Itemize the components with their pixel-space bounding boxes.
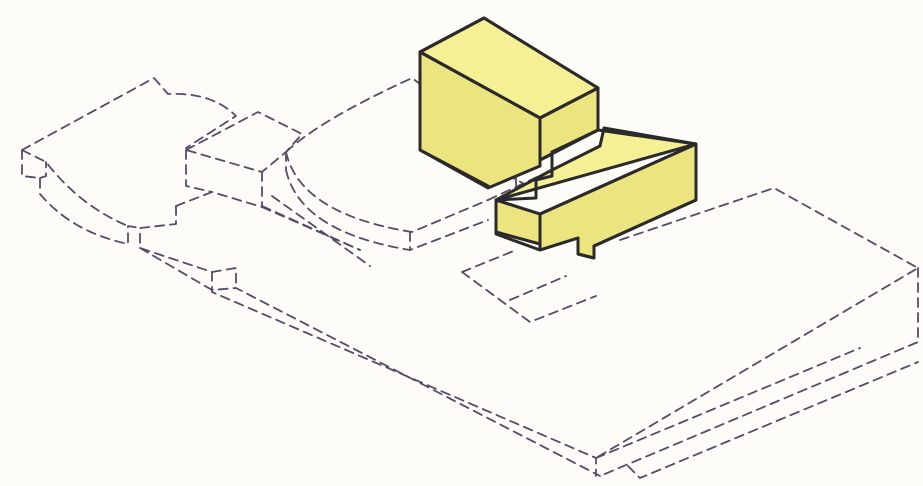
west-wing-notch — [39, 161, 47, 179]
new-building — [418, 16, 698, 260]
existing-center-block — [185, 111, 303, 207]
center-block-top — [185, 111, 303, 173]
west-wing-top — [21, 77, 237, 151]
curved-hall-edge — [285, 151, 411, 251]
podium-step — [211, 267, 237, 289]
west-wing-curve — [21, 149, 129, 227]
podium-front-top-edge — [139, 205, 597, 477]
terrace-inset-rect — [461, 249, 597, 323]
curved-hall-base — [285, 169, 489, 251]
west-wing-front — [21, 149, 141, 245]
existing-west-rounded-wing — [21, 77, 237, 245]
terrace-top-outline — [595, 187, 919, 459]
existing-east-terrace — [461, 187, 919, 479]
podium-front-bottom-edge — [139, 247, 601, 477]
curved-hall-arc — [285, 151, 489, 233]
connector-step-outline — [538, 152, 554, 162]
center-block-front — [185, 149, 213, 193]
south-block-outline — [494, 128, 698, 260]
new-building-outlines — [418, 16, 698, 260]
curved-hall-low-wall — [261, 195, 371, 267]
podium-top-edge — [175, 191, 263, 208]
podium-side-edge — [595, 347, 861, 459]
terrace-lower-strip — [627, 361, 919, 479]
existing-buildings — [21, 77, 919, 479]
terrace-right-face — [599, 267, 919, 477]
